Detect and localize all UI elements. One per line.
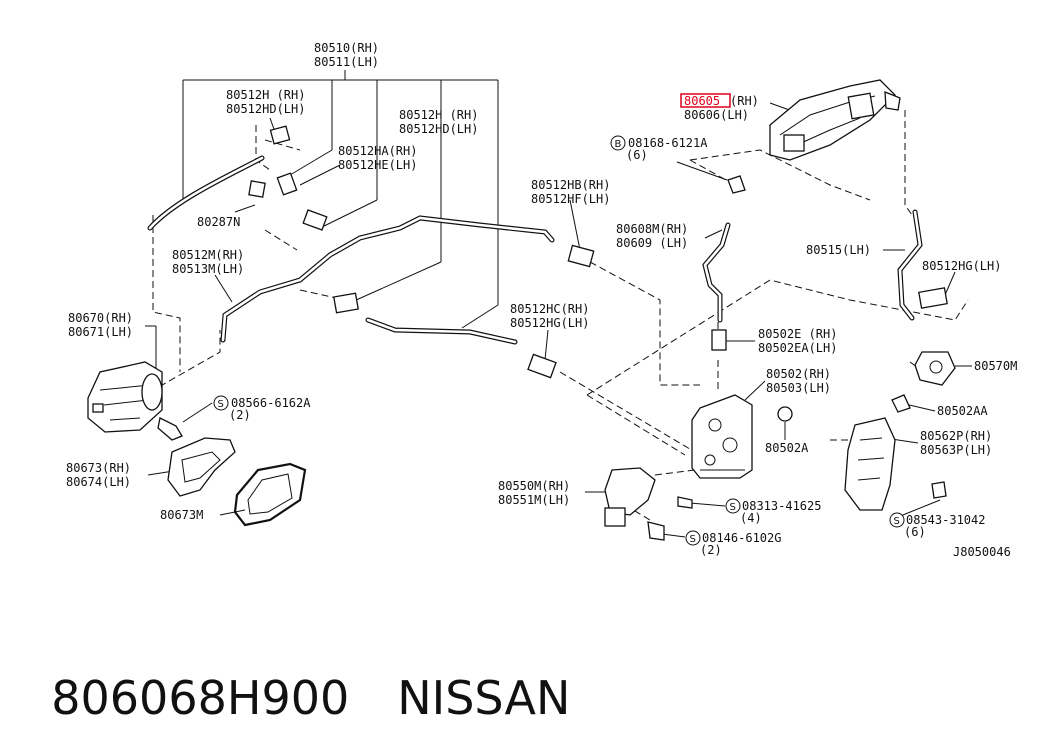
label-08168-qty: (6)	[626, 148, 648, 162]
label-08313-41625: 08313-41625	[742, 499, 821, 513]
label-80512ha-rh: 80512HA(RH)	[338, 144, 417, 158]
bolt-symbol-b-letter: B	[615, 139, 622, 150]
screw-symbol-s-08543	[889, 512, 905, 528]
label-80563p-lh: 80563P(LH)	[920, 443, 992, 457]
label-80673m: 80673M	[160, 508, 203, 522]
label-80512h-rh-2: 80512H (RH)	[399, 108, 478, 122]
label-80605-side: (RH)	[730, 94, 759, 108]
label-80674-lh: 80674(LH)	[66, 475, 131, 489]
label-80511-lh: 80511(LH)	[314, 55, 379, 69]
screw-symbol-s-08313	[725, 498, 741, 514]
screw-symbol-s-08566-letter: S	[218, 399, 224, 410]
parts-exploded-diagram: 80510(RH) 80511(LH) 80512H (RH) 80512HD(…	[66, 41, 1017, 559]
door-lock-actuator	[691, 329, 753, 479]
striker-and-bracket	[844, 351, 956, 511]
label-08146-qty: (2)	[700, 543, 722, 557]
label-80512hb-rh: 80512HB(RH)	[531, 178, 610, 192]
label-80551m-lh: 80551M(LH)	[498, 493, 570, 507]
label-80513m-lh: 80513M(LH)	[172, 262, 244, 276]
screw-symbol-s-08146-letter: S	[690, 534, 696, 545]
label-80510-rh: 80510(RH)	[314, 41, 379, 55]
label-80502aa: 80502AA	[937, 404, 988, 418]
label-80512hg-lh-right: 80512HG(LH)	[922, 259, 1001, 273]
screw-symbol-s-08566	[213, 395, 229, 411]
label-80570m: 80570M	[974, 359, 1017, 373]
bolts-and-screws	[157, 175, 947, 541]
label-80670-rh: 80670(RH)	[68, 311, 133, 325]
assembly-dashed-lines	[149, 110, 969, 521]
label-80606-lh: 80606(LH)	[684, 108, 749, 122]
highlight-box-80605	[680, 93, 731, 108]
part-number: 806068H900	[51, 671, 350, 725]
label-08146-6102g: 08146-6102G	[702, 531, 781, 545]
rods-and-cables	[147, 155, 923, 345]
label-08543-qty: (6)	[904, 525, 926, 539]
screw-symbol-s-08146	[685, 530, 701, 546]
key-cylinder-rod-bracket	[604, 467, 656, 527]
label-80512hd-lh-2: 80512HD(LH)	[399, 122, 478, 136]
label-80512hd-lh: 80512HD(LH)	[226, 102, 305, 116]
brand-name: NISSAN	[397, 671, 571, 725]
part-caption: 806068H900 NISSAN	[22, 596, 570, 725]
label-80605-part: 80605	[684, 94, 720, 108]
handle-bezel	[233, 462, 307, 527]
screw-symbol-s-08313-letter: S	[730, 502, 736, 513]
label-80502ea-lh: 80502EA(LH)	[758, 341, 837, 355]
label-80512he-lh: 80512HE(LH)	[338, 158, 417, 172]
label-80673-rh: 80673(RH)	[66, 461, 131, 475]
label-80287n: 80287N	[197, 215, 240, 229]
diagram-id: J8050046	[953, 545, 1011, 559]
label-80502-rh: 80502(RH)	[766, 367, 831, 381]
label-80609-lh: 80609 (LH)	[616, 236, 688, 250]
inside-handle-assembly	[87, 361, 163, 433]
outside-handle	[769, 79, 901, 161]
bolt-symbol-b	[610, 135, 626, 151]
label-80502e-rh: 80502E (RH)	[758, 327, 837, 341]
label-08168-6121a: 08168-6121A	[628, 136, 708, 150]
label-80550m-rh: 80550M(RH)	[498, 479, 570, 493]
label-08543-31042: 08543-31042	[906, 513, 985, 527]
screw-symbol-s-08543-letter: S	[894, 516, 900, 527]
part-labels: 80510(RH) 80511(LH) 80512H (RH) 80512HD(…	[66, 41, 1017, 559]
rod-clips-left	[248, 125, 948, 379]
label-80512m-rh: 80512M(RH)	[172, 248, 244, 262]
label-80512hf-lh: 80512HF(LH)	[531, 192, 610, 206]
label-80562p-rh: 80562P(RH)	[920, 429, 992, 443]
label-80502a: 80502A	[765, 441, 809, 455]
handle-escutcheon	[167, 437, 236, 497]
label-80515-lh: 80515(LH)	[806, 243, 871, 257]
label-80608m-rh: 80608M(RH)	[616, 222, 688, 236]
label-80512hg-lh: 80512HG(LH)	[510, 316, 589, 330]
label-08566-qty: (2)	[229, 408, 251, 422]
label-80671-lh: 80671(LH)	[68, 325, 133, 339]
label-08566-6162a: 08566-6162A	[231, 396, 311, 410]
label-80503-lh: 80503(LH)	[766, 381, 831, 395]
label-08313-qty: (4)	[740, 511, 762, 525]
label-80512h-rh: 80512H (RH)	[226, 88, 305, 102]
label-80512hc-rh: 80512HC(RH)	[510, 302, 589, 316]
